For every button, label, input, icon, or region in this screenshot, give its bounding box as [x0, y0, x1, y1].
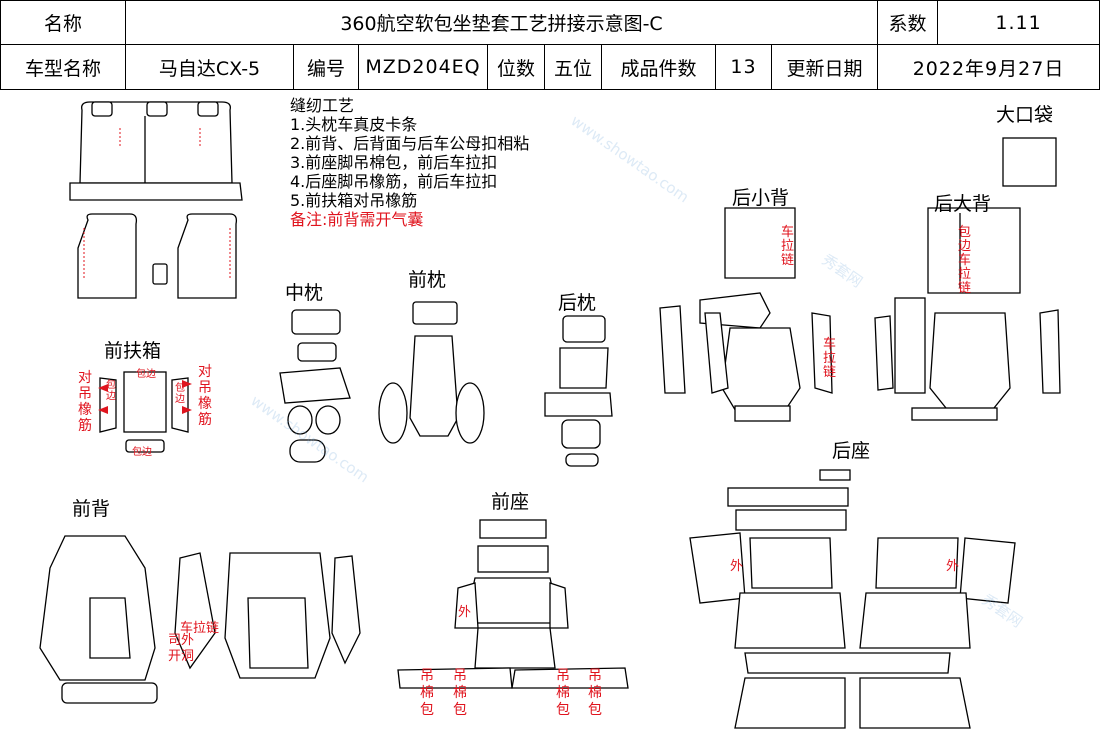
coef-label: 系数: [877, 0, 939, 45]
coef-value: 1.11: [937, 0, 1100, 45]
armrest-edge-top: 包边: [136, 369, 156, 380]
notes-remark: 备注:前背需开气囊: [290, 210, 424, 229]
note-item: 3.前座脚吊棉包，前后车拉扣: [290, 153, 498, 172]
note-item: 5.前扶箱对吊橡筋: [290, 191, 418, 210]
seats-label: 位数: [487, 44, 545, 90]
front-back-pieces: [39, 535, 361, 704]
armrest-edge-left: 包边: [106, 380, 116, 402]
cotton-note-3: 吊棉包: [556, 668, 570, 718]
sheet-title: 360航空软包坐垫套工艺拼接示意图-C: [124, 0, 879, 45]
front-back-zip-note: 车拉链: [180, 621, 220, 636]
rear-pillow-pieces: [544, 315, 613, 467]
front-armrest-label: 前扶箱: [104, 340, 162, 362]
model-value: 马自达CX-5: [125, 44, 294, 90]
front-seat-pieces: [397, 519, 629, 689]
front-seat-label: 前座: [491, 491, 530, 513]
front-pillow-pieces: [378, 301, 485, 444]
cotton-note-2: 吊棉包: [453, 668, 467, 718]
armrest-edge-right: 包边: [175, 383, 185, 405]
rear-seat-label: 后座: [832, 440, 871, 462]
name-label: 名称: [0, 0, 126, 45]
front-back-hole-note-1: 司外: [168, 633, 195, 648]
cotton-note-4: 吊棉包: [588, 668, 602, 718]
rear-small-back-zip-note: 车拉链: [781, 225, 795, 268]
code-value: MZD204EQ: [358, 44, 488, 90]
seats-value: 五位: [544, 44, 602, 90]
rear-small-back-pieces: [659, 207, 833, 422]
rear-seat-outer-left-note: 外: [730, 559, 744, 574]
rear-seat-zip-note: 车拉链: [823, 337, 837, 380]
rear-big-back-pieces: [874, 207, 1061, 421]
notes-title: 缝纫工艺: [290, 96, 355, 115]
big-pocket-piece: [1002, 137, 1057, 187]
big-pocket-label: 大口袋: [996, 104, 1054, 126]
front-back-label: 前背: [72, 498, 111, 520]
armrest-left-note: 对吊橡筋: [78, 370, 92, 434]
armrest-edge-bottom: 包边: [132, 447, 152, 458]
seat-overview-diagram: [69, 101, 243, 299]
model-label: 车型名称: [0, 44, 126, 90]
front-seat-outer-note: 外: [458, 605, 472, 620]
rear-pillow-label: 后枕: [558, 292, 597, 314]
rear-seat-outer-right-note: 外: [946, 559, 960, 574]
note-item: 2.前背、后背面与后车公母扣相粘: [290, 134, 530, 153]
note-item: 4.后座脚吊橡筋，前后车拉扣: [290, 172, 498, 191]
middle-pillow-pieces: [279, 309, 351, 463]
pattern-drawings: [39, 101, 1061, 729]
pieces-label: 成品件数: [601, 44, 716, 90]
code-label: 编号: [293, 44, 359, 90]
note-item: 1.头枕车真皮卡条: [290, 115, 418, 134]
update-value: 2022年9月27日: [877, 44, 1100, 90]
header-table: 名称 360航空软包坐垫套工艺拼接示意图-C 系数 1.11 车型名称 马自达C…: [0, 0, 1100, 90]
cotton-note-1: 吊棉包: [420, 668, 434, 718]
rear-big-back-zip-note: 包边车拉链: [958, 225, 972, 296]
sewing-notes: 缝纫工艺 1.头枕车真皮卡条 2.前背、后背面与后车公母扣相粘 3.前座脚吊棉包…: [290, 96, 529, 229]
rear-small-back-label: 后小背: [732, 187, 790, 209]
pieces-value: 13: [715, 44, 772, 90]
front-back-hole-note-2: 开洞: [168, 649, 195, 664]
rear-big-back-label: 后大背: [934, 193, 992, 215]
armrest-right-note: 对吊橡筋: [198, 364, 212, 428]
front-pillow-label: 前枕: [408, 269, 447, 291]
rear-seat-pieces: [689, 469, 1016, 729]
middle-pillow-label: 中枕: [285, 282, 324, 304]
front-armrest-pieces: [98, 371, 192, 453]
update-label: 更新日期: [770, 44, 879, 90]
